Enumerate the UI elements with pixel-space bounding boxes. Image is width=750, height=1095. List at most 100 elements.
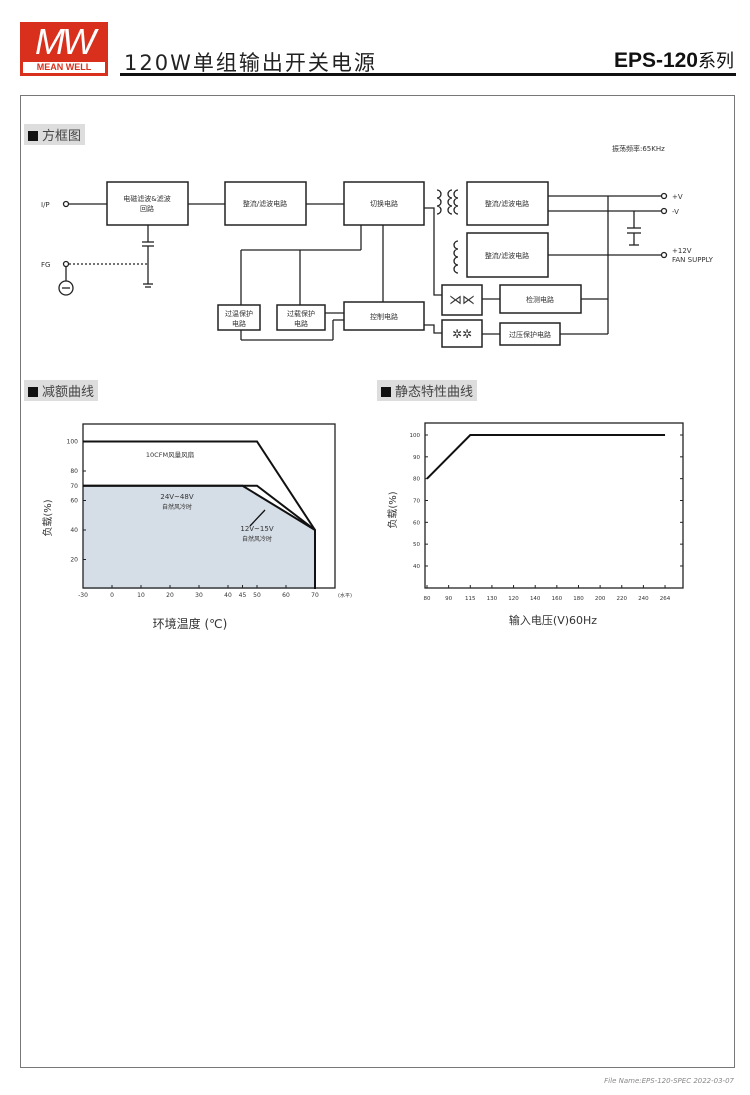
series-suffix: 系列	[698, 51, 734, 71]
x-tick-label: 45	[239, 592, 247, 599]
x-tick-label: 60	[282, 592, 290, 599]
output-neg-label: -V	[672, 208, 679, 216]
section-title: 减额曲线	[42, 385, 95, 400]
section-static: 静态特性曲线	[377, 380, 478, 401]
x-tick-label: 220	[617, 596, 628, 602]
control-label: 控制电路	[370, 312, 398, 321]
y-axis-label: 负载(%)	[41, 499, 54, 536]
otp-label: 过温保护	[225, 309, 253, 318]
x-tick-label: 10	[137, 592, 145, 599]
logo-text: MEAN WELL	[23, 62, 105, 73]
olp-block	[276, 304, 326, 331]
bullet-square-icon	[381, 387, 391, 397]
footer-file-info: File Name:EPS-120-SPEC 2022-03-07	[604, 1077, 734, 1085]
emi-label-2: 回路	[140, 204, 154, 213]
x-tick-label: 160	[552, 596, 563, 602]
x-tick-label: 20	[166, 592, 174, 599]
ovp-label: 过压保护电路	[509, 330, 551, 339]
block-diagram: 振荡频率:65KHz I/P FG ⋊⋉✲✲ 电磁滤波&滤波 回路 整流/滤波电…	[41, 144, 714, 348]
x-tick-label: 0	[110, 592, 114, 599]
output-rectifier-label: 整流/滤波电路	[485, 199, 529, 208]
control-block	[343, 301, 425, 331]
header-rule	[120, 73, 736, 76]
rectifier-label: 整流/滤波电路	[243, 199, 287, 208]
logo-mark: MW	[35, 21, 96, 62]
x-tick-label: 30	[195, 592, 203, 599]
svg-text:⋊⋉: ⋊⋉	[449, 293, 475, 308]
y-tick-label: 40	[413, 564, 420, 570]
fan-supply-label: FAN SUPPLY	[672, 256, 714, 264]
derating-shaded-area	[83, 485, 315, 589]
fg-label: FG	[41, 261, 50, 269]
y-tick-label: 40	[70, 527, 78, 534]
rectifier-block	[224, 181, 307, 226]
section-title: 方框图	[42, 129, 82, 144]
x-tick-label: 90	[445, 596, 452, 602]
y-tick-label: 70	[413, 498, 420, 504]
y-tick-label: 60	[70, 498, 78, 505]
y-tick-label: 80	[413, 477, 420, 483]
static-plot-frame	[424, 422, 684, 589]
page-title: 120W单组输出开关电源	[124, 51, 377, 75]
optocoupler-icon	[441, 319, 483, 348]
x-tick-label: 200	[595, 596, 606, 602]
x-tick-label: 120	[508, 596, 519, 602]
y-tick-label: 100	[67, 439, 79, 446]
ovp-block	[499, 322, 561, 346]
x-tick-label: 180	[573, 596, 584, 602]
input-label: I/P	[41, 201, 50, 209]
olp-label-2: 电路	[294, 319, 308, 328]
emi-filter-block	[106, 181, 189, 226]
series-label-10cfm: 10CFM风量风扇	[146, 450, 194, 459]
x-axis-label: 环境温度 (℃)	[153, 616, 228, 631]
x-tick-label: 240	[638, 596, 649, 602]
series-label-24-48v-note: 自然风冷时	[162, 503, 192, 511]
series-model: EPS-120	[613, 49, 698, 72]
switching-block	[343, 181, 425, 226]
bullet-square-icon	[28, 131, 38, 141]
series-name: EPS-120系列	[614, 47, 734, 73]
x-tick-label: 115	[465, 596, 476, 602]
mean-well-logo: MW MEAN WELL	[20, 22, 108, 76]
x-tick-label: -30	[78, 592, 88, 599]
series-label-12-15v: 12V~15V	[240, 525, 273, 533]
pointer-line	[249, 509, 266, 527]
derating-plot-frame	[82, 423, 336, 589]
x-tick-label: 130	[487, 596, 498, 602]
bullet-square-icon	[28, 387, 38, 397]
section-block-diagram: 方框图	[24, 124, 86, 145]
x-tick-label: 50	[253, 592, 261, 599]
y-tick-label: 70	[70, 483, 78, 490]
otp-block	[217, 304, 261, 331]
fan-voltage-label: +12V	[672, 247, 692, 255]
x-tick-label: 40	[224, 592, 232, 599]
y-tick-label: 50	[413, 542, 420, 548]
wires	[58, 189, 668, 341]
switching-label: 切换电路	[370, 199, 398, 208]
series-label-24-48v: 24V~48V	[160, 493, 193, 501]
x-axis-label: 输入电压(V)60Hz	[509, 613, 597, 627]
x-tick-label: 264	[660, 596, 671, 602]
fan-rectifier-block	[466, 232, 549, 278]
y-tick-label: 80	[70, 468, 78, 475]
fan-rectifier-label: 整流/滤波电路	[485, 251, 529, 260]
frequency-label: 振荡频率:65KHz	[612, 144, 665, 153]
olp-label: 过载保护	[287, 309, 315, 318]
y-axis-label: 负载(%)	[386, 491, 399, 528]
section-derating: 减额曲线	[24, 380, 99, 401]
detect-label: 检测电路	[526, 295, 554, 304]
content-frame	[20, 95, 735, 1068]
otp-label-2: 电路	[232, 319, 246, 328]
y-tick-label: 100	[410, 433, 421, 439]
x-tick-label: 140	[530, 596, 541, 602]
series-label-12-15v-note: 自然风冷时	[242, 535, 272, 543]
section-title: 静态特性曲线	[395, 385, 474, 400]
x-tick-label: 70	[311, 592, 319, 599]
derating-line-2	[83, 484, 316, 589]
output-pos-label: +V	[672, 193, 683, 201]
detect-block	[499, 284, 582, 314]
svg-text:✲✲: ✲✲	[452, 327, 472, 341]
optocoupler-icon	[441, 284, 483, 316]
